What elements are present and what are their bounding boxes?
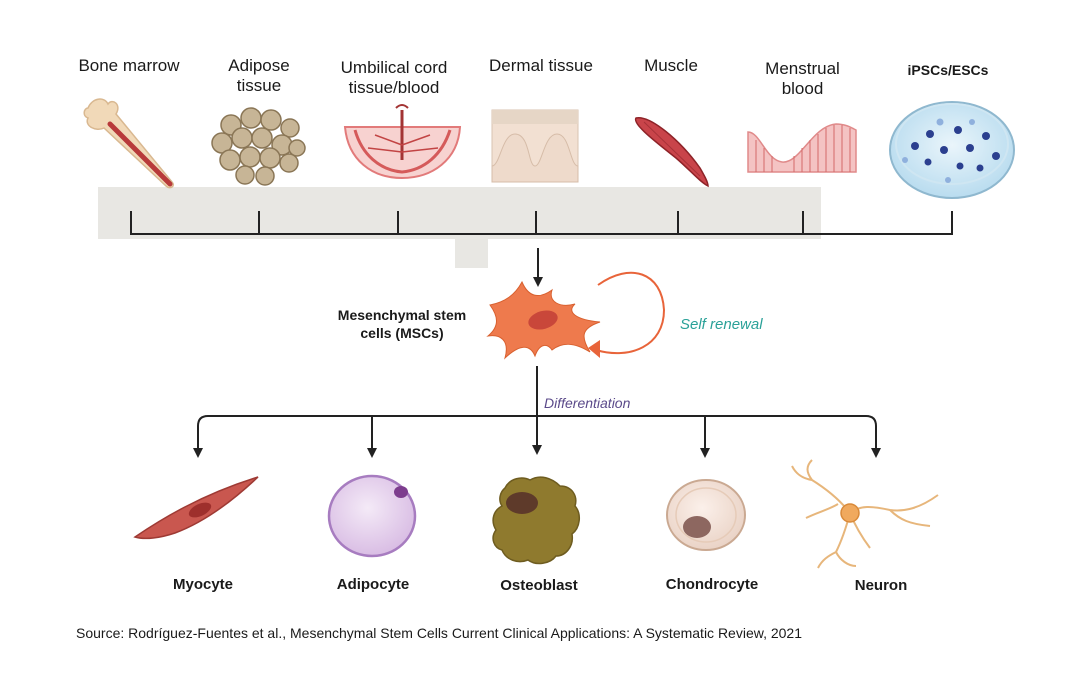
umbilical-cord-icon [343,104,462,180]
neuron-icon [791,459,939,569]
petri-dish-icon [889,101,1015,199]
source-label-umbilical-cord: Umbilical cord tissue/blood [340,58,448,97]
source-citation: Source: Rodríguez-Fuentes et al., Mesenc… [76,625,802,641]
differentiation-label: Differentiation [544,395,631,411]
source-connector [130,211,953,235]
menstrual-blood-icon [747,123,857,173]
arrowhead-chondrocyte [700,448,710,458]
self-renewal-arrowhead [588,340,600,358]
adipose-tissue-icon [211,107,306,186]
muscle-icon [635,117,709,188]
myocyte-icon [133,476,259,540]
arrowhead-adipocyte [367,448,377,458]
output-label-chondrocyte: Chondrocyte [665,576,759,593]
differentiation-branches [197,415,877,450]
output-label-neuron: Neuron [854,577,908,594]
output-label-osteoblast: Osteoblast [500,577,578,594]
self-renewal-label: Self renewal [680,316,763,333]
source-label-ipscs-escs: iPSCs/ESCs [907,62,989,78]
bone-marrow-icon [83,98,175,189]
dermal-tissue-icon [491,109,579,183]
msc-label: Mesenchymal stem cells (MSCs) [337,307,467,341]
source-label-adipose-tissue: Adipose tissue [228,56,290,95]
connector-panel-tab [455,239,488,268]
source-label-dermal-tissue: Dermal tissue [489,56,593,75]
arrowhead-myocyte [193,448,203,458]
source-label-menstrual-blood: Menstrual blood [765,59,840,98]
output-label-adipocyte: Adipocyte [336,576,410,593]
source-label-muscle: Muscle [644,56,698,75]
output-label-myocyte: Myocyte [172,576,234,593]
connector-panel [98,187,821,239]
arrowhead-neuron [871,448,881,458]
source-label-bone-marrow: Bone marrow [78,56,180,75]
self-renewal-arrow [595,271,666,355]
adipocyte-icon [327,474,417,558]
msc-cell-icon [486,280,601,360]
osteoblast-icon [492,476,580,565]
chondrocyte-icon [666,479,746,551]
